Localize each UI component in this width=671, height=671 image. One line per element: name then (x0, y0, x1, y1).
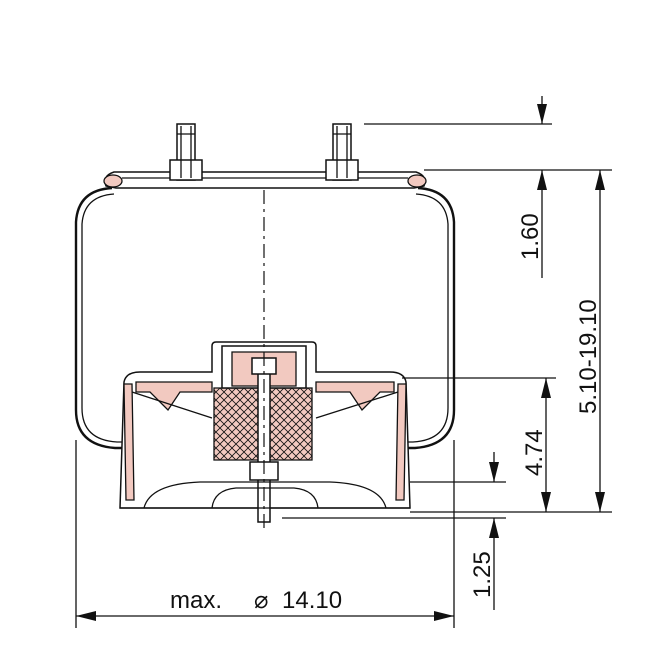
arrow-diameter-left (76, 611, 96, 621)
piston-rubber-wall-right (395, 383, 407, 501)
arrow-height-top (595, 170, 605, 190)
piston-base-dome-inner (211, 487, 319, 509)
piston-upper-rubber (135, 381, 213, 412)
piston-rib-left (131, 391, 213, 419)
label-stud-protrusion: 1.25 (469, 551, 496, 598)
mounting-stud-right (325, 123, 359, 181)
arrow-height-bottom (595, 492, 605, 512)
piston-rubber-wall-left (123, 383, 135, 501)
bellows-inner-wall (81, 193, 122, 443)
bellows-inner-wall-right (408, 193, 449, 443)
arrow-piston-bottom (541, 492, 551, 512)
bead-plate (104, 171, 426, 189)
label-height-range: 5.10-19.10 (575, 299, 602, 414)
arrow-plate-offset-top (537, 104, 547, 124)
label-diameter-value: 14.10 (282, 587, 342, 614)
piston-rib-right (315, 391, 399, 419)
arrow-stud-top (489, 462, 499, 482)
arrow-stud-bottom (489, 518, 499, 538)
label-plate-offset: 1.60 (517, 213, 544, 260)
arrow-plate-offset-bottom (537, 170, 547, 190)
piston-base-dome (143, 481, 387, 509)
arrow-piston-top (541, 378, 551, 398)
arrow-diameter-right (434, 611, 454, 621)
bead-crimp-left (103, 174, 123, 188)
label-diameter-prefix: max. (170, 587, 222, 614)
bellows-outer-wall (74, 186, 122, 450)
bead-crimp-right (407, 174, 427, 188)
bellows-outer-wall-right (408, 186, 456, 450)
mounting-stud-left (169, 123, 203, 181)
label-piston-height: 4.74 (521, 429, 548, 476)
label-diameter-symbol: ⌀ (254, 587, 268, 614)
